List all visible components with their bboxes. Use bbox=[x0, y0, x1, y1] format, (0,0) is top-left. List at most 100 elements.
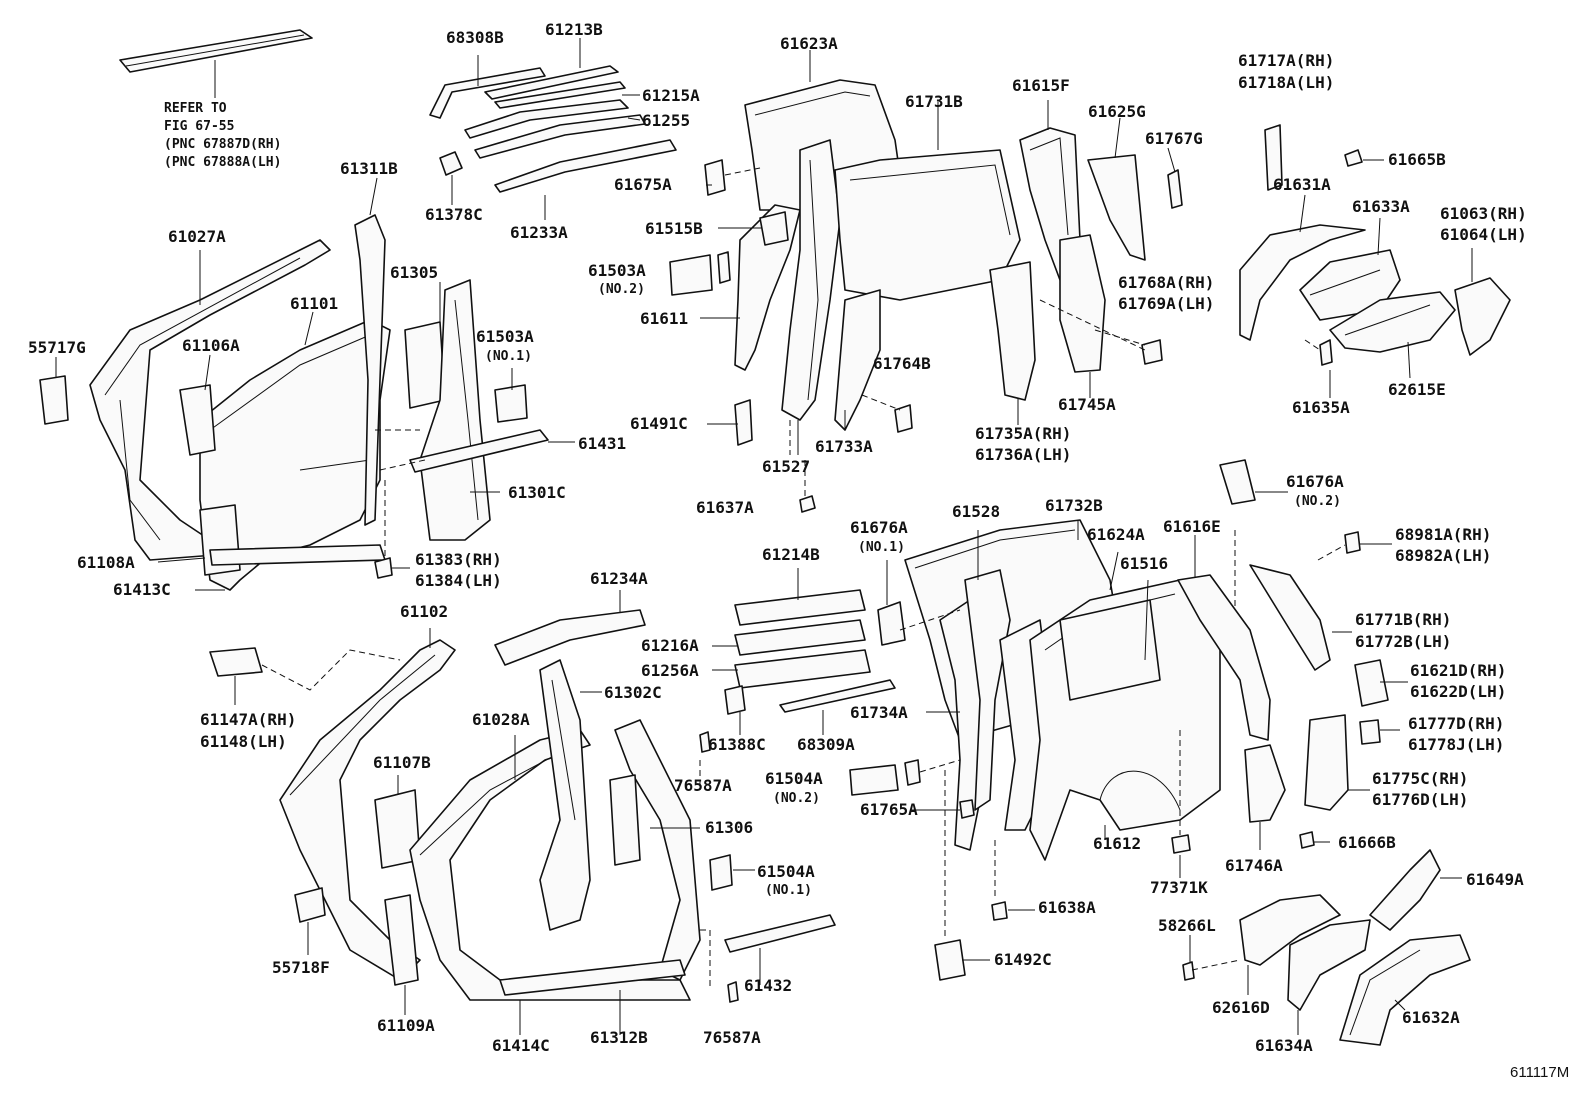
part-label: 61731B bbox=[905, 92, 963, 111]
part-label: 55717G bbox=[28, 338, 86, 357]
part-label: 61764B bbox=[873, 354, 931, 373]
part-label: 61148(LH) bbox=[200, 732, 287, 751]
part-note: (NO.2) bbox=[773, 791, 820, 806]
roof-cross-members-top-group bbox=[429, 38, 677, 220]
part-label: 61213B bbox=[545, 20, 603, 39]
rear-quarter-panel-group bbox=[849, 519, 1221, 981]
part-label: 61383(RH) bbox=[415, 550, 502, 569]
part-label: 61676A bbox=[1286, 472, 1344, 491]
part-label: 61384(LH) bbox=[415, 571, 502, 590]
part-label: 61622D(LH) bbox=[1410, 682, 1507, 701]
part-label: 61765A bbox=[860, 800, 918, 819]
reference-line-4: (PNC 67888A(LH) bbox=[164, 155, 282, 170]
part-label: 61063(RH) bbox=[1440, 204, 1527, 223]
part-label: 61491C bbox=[630, 414, 688, 433]
part-label: 61256A bbox=[641, 661, 699, 680]
part-label: 61623A bbox=[780, 34, 838, 53]
part-label: 61503A bbox=[476, 327, 534, 346]
part-label: 61778J(LH) bbox=[1408, 735, 1505, 754]
part-label: 61109A bbox=[377, 1016, 435, 1035]
figure-id: 611117M bbox=[1510, 1064, 1570, 1081]
part-label: 61492C bbox=[994, 950, 1052, 969]
part-label: 61306 bbox=[705, 818, 754, 837]
reference-line-2: FIG 67-55 bbox=[164, 119, 235, 134]
part-label: 61638A bbox=[1038, 898, 1096, 917]
part-label: 62615E bbox=[1388, 380, 1446, 399]
part-label: 61732B bbox=[1045, 496, 1103, 515]
part-label: 61302C bbox=[604, 683, 662, 702]
part-label: 61107B bbox=[373, 753, 431, 772]
part-label: 61776D(LH) bbox=[1372, 790, 1469, 809]
part-label: 61612 bbox=[1093, 834, 1142, 853]
part-label: 61675A bbox=[614, 175, 672, 194]
part-label: 61028A bbox=[472, 710, 530, 729]
part-label: 61216A bbox=[641, 636, 699, 655]
front-body-side-inner-lower bbox=[209, 590, 836, 1035]
part-label: 61635A bbox=[1292, 398, 1350, 417]
part-label: 61101 bbox=[290, 294, 339, 313]
part-label: 61665B bbox=[1388, 150, 1446, 169]
part-label: 61527 bbox=[762, 457, 811, 476]
part-label: 55718F bbox=[272, 958, 330, 977]
part-label: 61736A(LH) bbox=[975, 445, 1072, 464]
part-label: 61215A bbox=[642, 86, 700, 105]
part-label: 61503A bbox=[588, 261, 646, 280]
part-label: 61147A(RH) bbox=[200, 710, 297, 729]
part-label: 61311B bbox=[340, 159, 398, 178]
part-label: 61733A bbox=[815, 437, 873, 456]
quarter-inner-pillars bbox=[989, 100, 1183, 425]
part-label: 61768A(RH) bbox=[1118, 273, 1215, 292]
part-label: 61102 bbox=[400, 602, 449, 621]
front-pillar-inner-group bbox=[354, 177, 575, 579]
part-label: 61615F bbox=[1012, 76, 1070, 95]
reference-line-1: REFER TO bbox=[164, 101, 227, 116]
rear-wheelhouse-upper-group bbox=[1239, 124, 1511, 398]
part-label: 61233A bbox=[510, 223, 568, 242]
part-label: 68981A(RH) bbox=[1395, 525, 1492, 544]
part-label: 61431 bbox=[578, 434, 627, 453]
part-label: 61631A bbox=[1273, 175, 1331, 194]
part-label: 61504A bbox=[757, 862, 815, 881]
part-label: 68982A(LH) bbox=[1395, 546, 1492, 565]
part-label: 61771B(RH) bbox=[1355, 610, 1452, 629]
part-label: 61616E bbox=[1163, 517, 1221, 536]
part-label: 68309A bbox=[797, 735, 855, 754]
part-label: 61528 bbox=[952, 502, 1001, 521]
part-label: 61312B bbox=[590, 1028, 648, 1047]
part-label: 61775C(RH) bbox=[1372, 769, 1469, 788]
part-label: 61378C bbox=[425, 205, 483, 224]
part-label: 61632A bbox=[1402, 1008, 1460, 1027]
part-label: 61676A bbox=[850, 518, 908, 537]
center-pillar-assembly bbox=[669, 102, 1021, 513]
part-label: 61746A bbox=[1225, 856, 1283, 875]
part-label: 61621D(RH) bbox=[1410, 661, 1507, 680]
part-label: 61718A(LH) bbox=[1238, 73, 1335, 92]
part-note: (NO.1) bbox=[765, 883, 812, 898]
part-label: 61767G bbox=[1145, 129, 1203, 148]
part-label: 62616D bbox=[1212, 998, 1270, 1017]
part-note: (NO.2) bbox=[1294, 494, 1341, 509]
part-label: 61432 bbox=[744, 976, 793, 995]
part-label: 61624A bbox=[1087, 525, 1145, 544]
part-label: 61649A bbox=[1466, 870, 1524, 889]
part-label: 61734A bbox=[850, 703, 908, 722]
rear-roof-cross-members bbox=[712, 560, 906, 735]
part-label: 61717A(RH) bbox=[1238, 51, 1335, 70]
part-label: 68308B bbox=[446, 28, 504, 47]
part-label: 61735A(RH) bbox=[975, 424, 1072, 443]
part-note: (NO.1) bbox=[485, 349, 532, 364]
part-label: 61027A bbox=[168, 227, 226, 246]
part-label: 61516 bbox=[1120, 554, 1169, 573]
part-label: 61108A bbox=[77, 553, 135, 572]
rear-inner-panels-lower-right bbox=[1177, 459, 1471, 1046]
part-label: 61666B bbox=[1338, 833, 1396, 852]
part-label: 61214B bbox=[762, 545, 820, 564]
part-label: 61637A bbox=[696, 498, 754, 517]
roof-rail-reference-part bbox=[119, 29, 313, 98]
part-label: 76587A bbox=[674, 776, 732, 795]
part-label: 61388C bbox=[708, 735, 766, 754]
part-label: 61515B bbox=[645, 219, 703, 238]
part-label: 61611 bbox=[640, 309, 689, 328]
part-label: 61777D(RH) bbox=[1408, 714, 1505, 733]
